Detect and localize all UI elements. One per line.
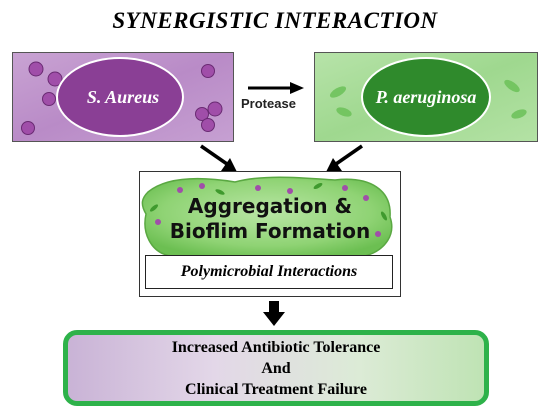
p-aeruginosa-label: P. aeruginosa [375,87,477,107]
p-aeruginosa-panel: P. aeruginosa [314,52,538,142]
biofilm-image [141,176,393,257]
diagram-title: SYNERGISTIC INTERACTION [112,8,438,33]
polymicrobial-label: Polymicrobial Interactions [145,255,393,289]
outcome-line-2: And [261,359,291,377]
outcome-box: Increased Antibiotic Tolerance And Clini… [63,330,489,406]
protease-label: Protease [241,96,296,111]
down-right-arrow-icon [200,144,237,172]
outcome-line-1: Increased Antibiotic Tolerance [171,338,381,356]
right-arrow-icon [248,82,304,94]
aggregation-line-1: Aggregation & [187,194,353,218]
aggregation-box: Aggregation & Bioflim Formation Polymicr… [139,171,401,297]
down-left-arrow-icon [326,144,363,172]
outcome-line-3: Clinical Treatment Failure [185,380,367,398]
down-arrow-icon [263,301,285,326]
s-aureus-panel: S. Aureus [12,52,234,142]
aggregation-line-2: Bioflim Formation [169,219,371,243]
s-aureus-label: S. Aureus [86,87,160,107]
